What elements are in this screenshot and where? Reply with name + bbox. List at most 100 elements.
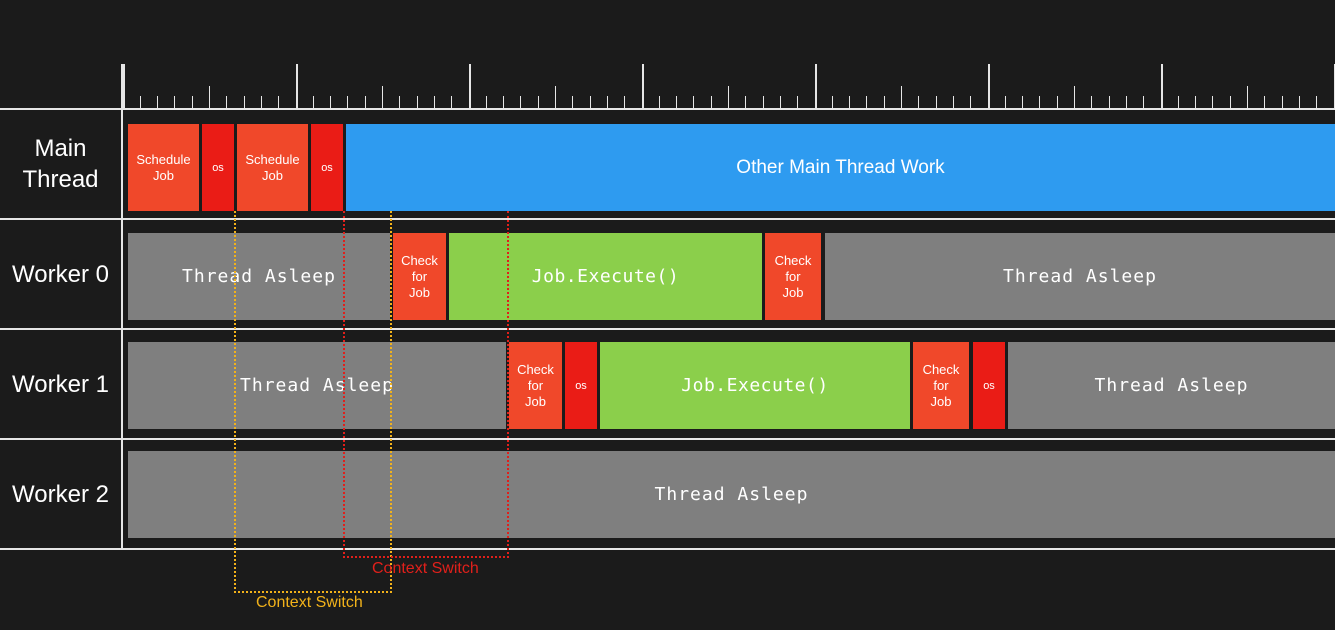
row-separator [0, 108, 1335, 110]
ruler-tick [918, 96, 919, 108]
ruler-tick [451, 96, 452, 108]
ruler-tick [693, 96, 694, 108]
row-separator [0, 548, 1335, 550]
ruler-tick [1039, 96, 1040, 108]
ruler-tick [1316, 96, 1317, 108]
ruler-tick [174, 96, 175, 108]
main-os-2: os [311, 124, 343, 211]
ruler-tick [988, 64, 990, 108]
ruler-tick [607, 96, 608, 108]
ruler-tick [434, 96, 435, 108]
row-separator [0, 218, 1335, 220]
ruler-tick [1091, 96, 1092, 108]
label-column-divider [121, 64, 123, 550]
ruler-tick [486, 96, 487, 108]
row-separator [0, 328, 1335, 330]
main-os-1: os [202, 124, 234, 211]
ruler-tick [192, 96, 193, 108]
ruler-tick [711, 96, 712, 108]
ruler-tick [1022, 96, 1023, 108]
ruler-tick [659, 96, 660, 108]
ruler-tick [728, 86, 729, 108]
ruler-tick [1178, 96, 1179, 108]
worker0-job-execute: Job.Execute() [449, 233, 762, 320]
main-other-work: Other Main Thread Work [346, 124, 1335, 211]
ruler-tick [1161, 64, 1163, 108]
ruler-tick [1282, 96, 1283, 108]
worker1-check-for-job-1: Check for Job [509, 342, 562, 429]
row-label-worker-1: Worker 1 [12, 370, 109, 398]
ruler-tick [849, 96, 850, 108]
ruler-tick [1230, 96, 1231, 108]
worker1-job-execute: Job.Execute() [600, 342, 910, 429]
ruler-tick [901, 86, 902, 108]
ruler-tick [780, 96, 781, 108]
ruler-tick [1074, 86, 1075, 108]
row-label-main-thread: Main Thread [22, 135, 99, 193]
row-label-worker-0: Worker 0 [12, 260, 109, 288]
context-switch-yellow-label: Context Switch [256, 594, 363, 611]
ruler-tick [572, 96, 573, 108]
main-schedule-job-1: Schedule Job [128, 124, 199, 211]
ruler-tick [555, 86, 556, 108]
ruler-tick [1005, 96, 1006, 108]
ruler-tick [1264, 96, 1265, 108]
worker0-check-for-job-2: Check for Job [765, 233, 821, 320]
worker1-os-2: os [973, 342, 1005, 429]
row-separator [0, 438, 1335, 440]
ruler-tick [261, 96, 262, 108]
ruler-tick [936, 96, 937, 108]
ruler-tick [884, 96, 885, 108]
ruler-tick [209, 86, 210, 108]
ruler-tick [226, 96, 227, 108]
ruler-tick [1212, 96, 1213, 108]
main-schedule-job-2: Schedule Job [237, 124, 308, 211]
ruler-tick [1247, 86, 1248, 108]
ruler-tick [970, 96, 971, 108]
ruler-tick [953, 96, 954, 108]
ruler-tick [330, 96, 331, 108]
context-switch-red-bracket [343, 211, 509, 558]
ruler-tick [296, 64, 298, 108]
worker0-thread-asleep-1: Thread Asleep [128, 233, 390, 320]
ruler-tick [642, 64, 644, 108]
ruler-tick [1299, 96, 1300, 108]
ruler-tick [244, 96, 245, 108]
ruler-tick [797, 96, 798, 108]
ruler-tick [382, 86, 383, 108]
ruler-tick [1057, 96, 1058, 108]
ruler-tick [763, 96, 764, 108]
worker1-thread-asleep-1: Thread Asleep [128, 342, 506, 429]
ruler-tick [676, 96, 677, 108]
worker1-os-1: os [565, 342, 597, 429]
ruler-tick [590, 96, 591, 108]
context-switch-yellow-bracket [234, 211, 392, 593]
ruler-tick [469, 64, 471, 108]
ruler-tick [313, 96, 314, 108]
ruler-tick [365, 96, 366, 108]
ruler-tick [399, 96, 400, 108]
worker1-check-for-job-2: Check for Job [913, 342, 969, 429]
ruler-tick [123, 64, 125, 108]
ruler-tick [157, 96, 158, 108]
ruler-tick [745, 96, 746, 108]
ruler-tick [866, 96, 867, 108]
ruler-tick [140, 96, 141, 108]
ruler-tick [1109, 96, 1110, 108]
ruler-tick [624, 96, 625, 108]
ruler-tick [815, 64, 817, 108]
worker1-thread-asleep-2: Thread Asleep [1008, 342, 1335, 429]
ruler-tick [1195, 96, 1196, 108]
ruler-tick [520, 96, 521, 108]
ruler-tick [278, 96, 279, 108]
ruler-tick [503, 96, 504, 108]
ruler-tick [538, 96, 539, 108]
ruler-tick [832, 96, 833, 108]
worker0-check-for-job-1: Check for Job [393, 233, 446, 320]
ruler-tick [417, 96, 418, 108]
worker2-thread-asleep: Thread Asleep [128, 451, 1335, 538]
ruler-tick [1143, 96, 1144, 108]
ruler-tick [1126, 96, 1127, 108]
row-label-worker-2: Worker 2 [12, 480, 109, 508]
